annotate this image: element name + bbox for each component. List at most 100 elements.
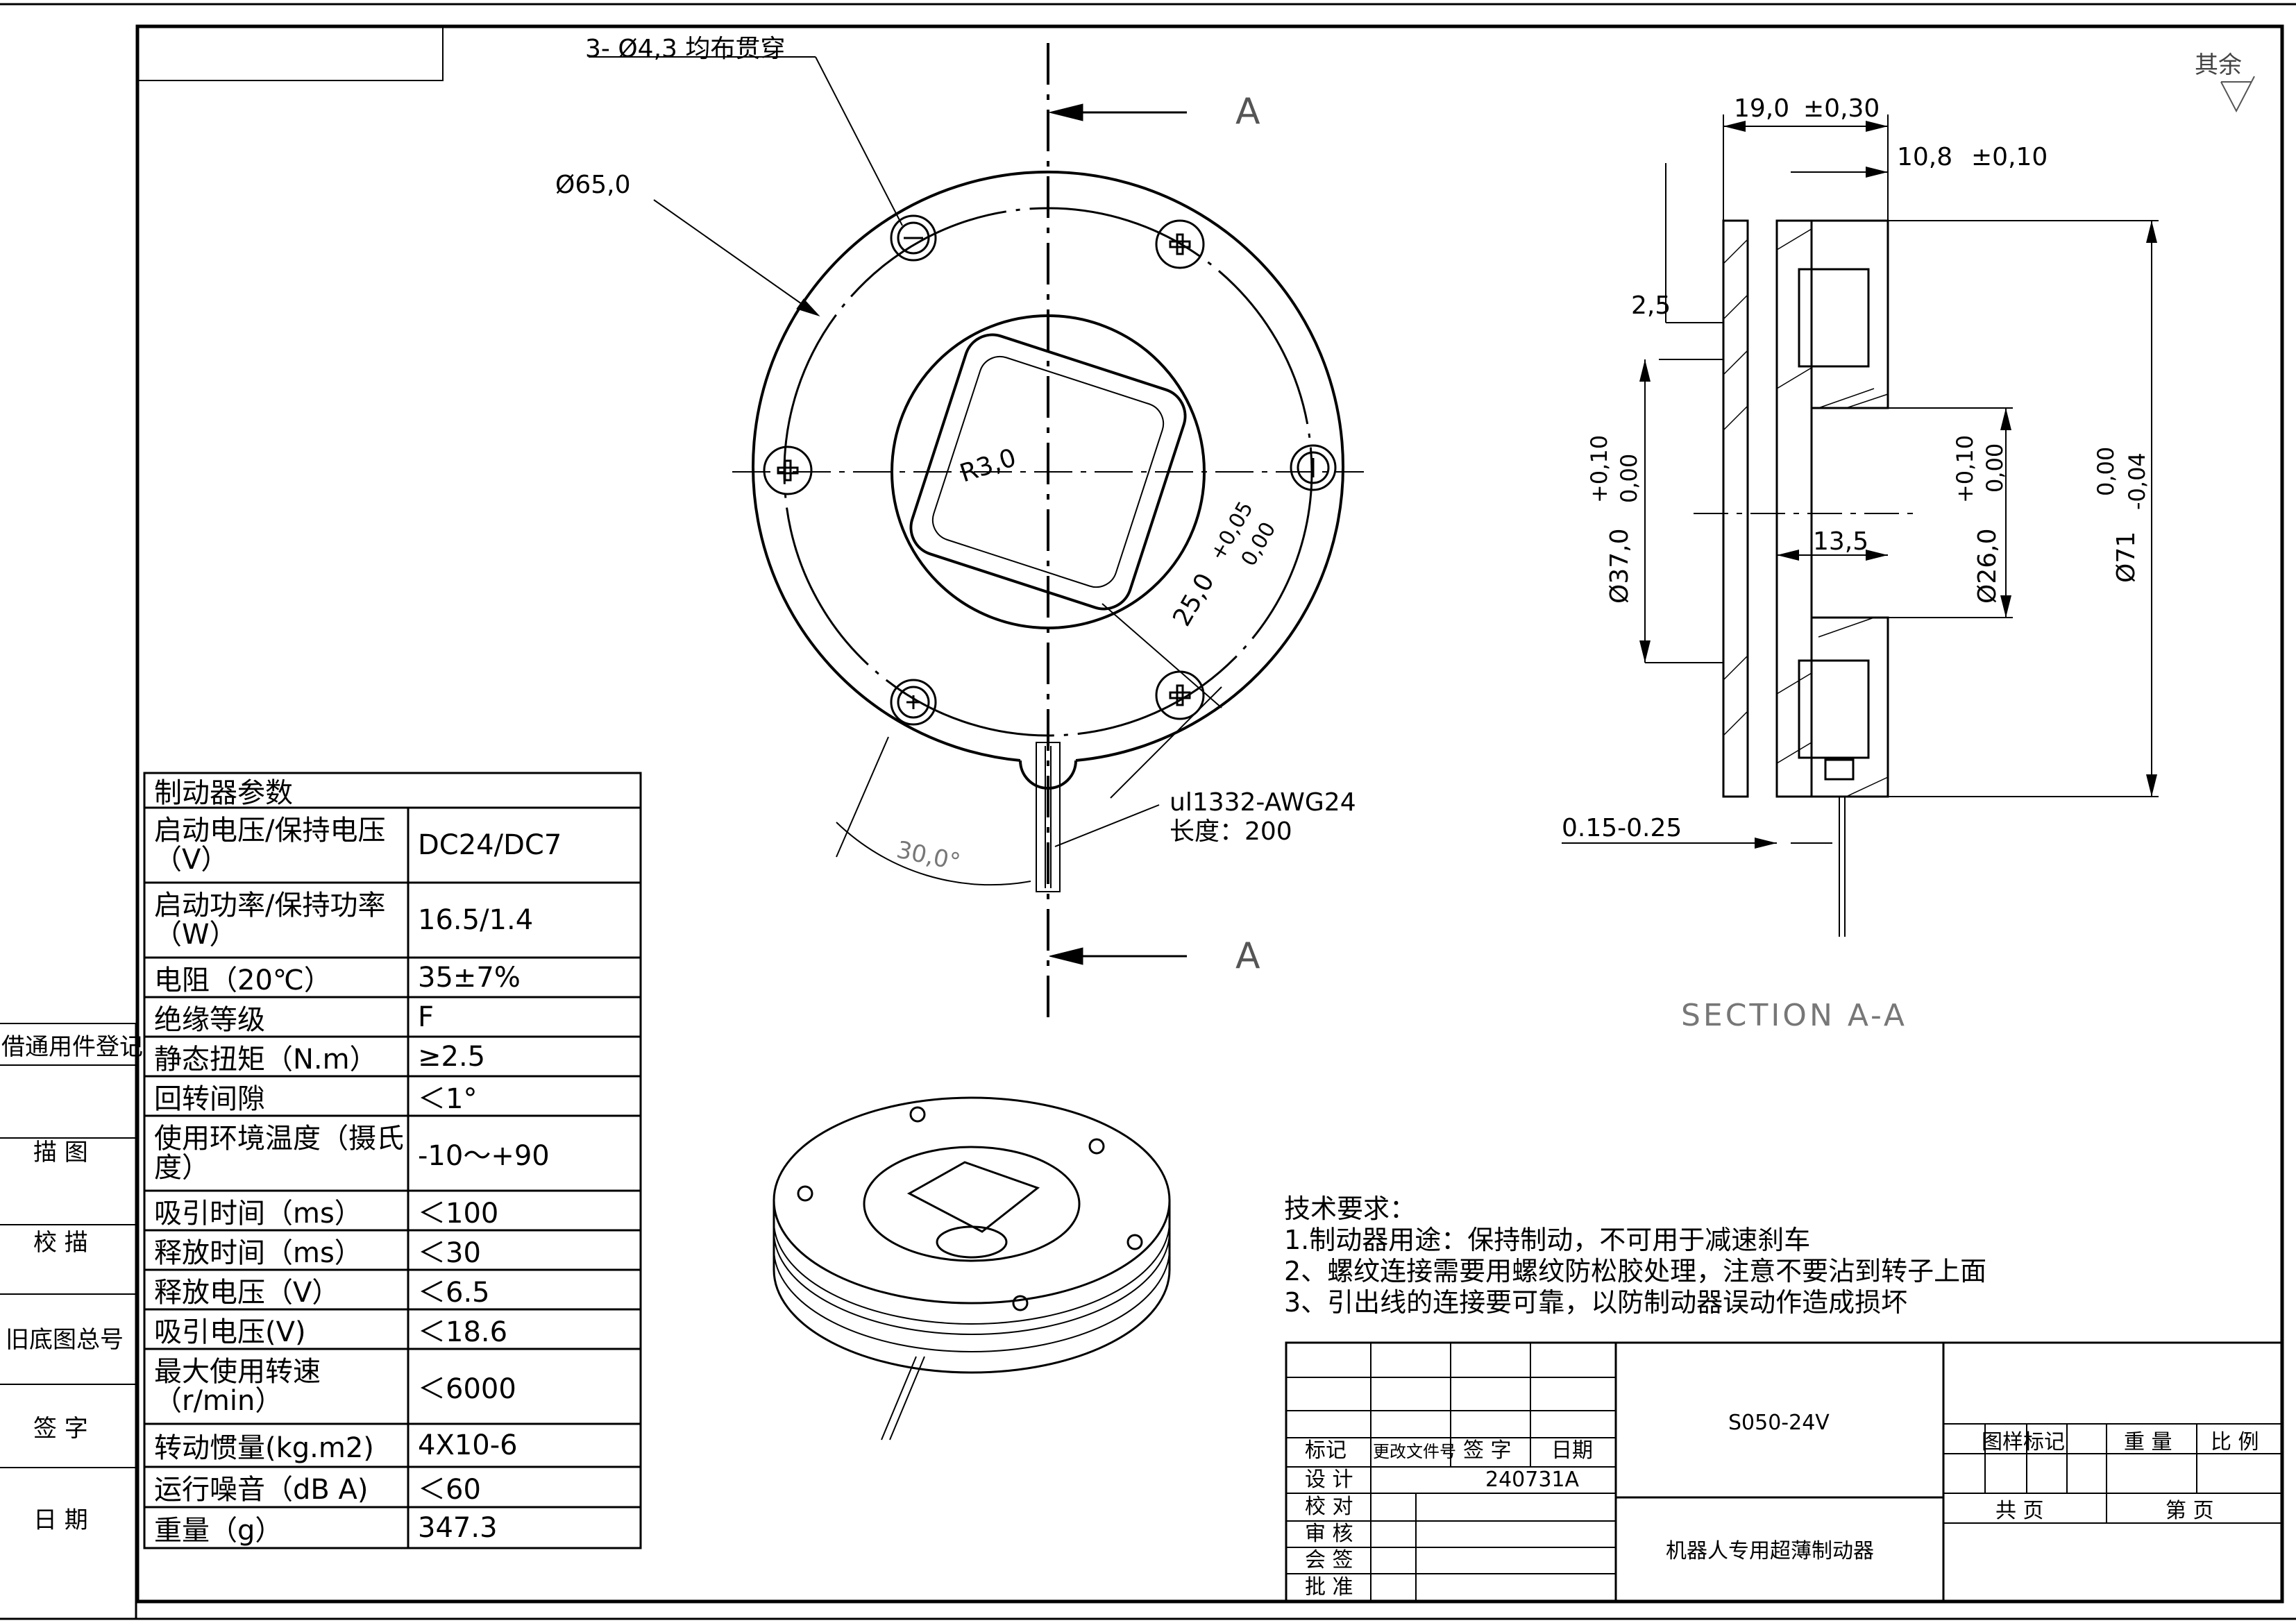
tb-total-pages: 共 页 [1995,1499,2044,1523]
outer-tol-lower: -0,04 [2124,452,2150,510]
inner-diameter-tol-upper: +0,10 [1586,435,1612,503]
bore-tol-lower: 0,00 [1982,443,2008,493]
radius-dim: R3,0 [956,443,1020,488]
margin-label-trace: 描 图 [33,1139,88,1166]
tech-title: 技术要求： [1284,1193,1416,1224]
inner-diameter-tol-lower: 0,00 [1616,454,1642,503]
param-label: 释放时间（ms） [154,1237,362,1269]
tb-sample-mark: 图样标记 [1982,1430,2065,1454]
param-value: ＜30 [418,1237,481,1269]
param-value: 35±7% [418,961,521,994]
tech-item-1: 1.制动器用途：保持制动，不可用于减速刹车 [1284,1225,1810,1255]
outer-diameter-section-dim: Ø71 [2112,532,2141,583]
param-value: ＜1° [418,1082,478,1115]
section-mark-bottom: A [1235,935,1260,977]
section-title: SECTION A-A [1681,998,1907,1033]
angle-dim: 30,0° [894,836,963,876]
param-label: 释放电压（V） [154,1276,340,1309]
square-size-dim: 25,0 [1167,569,1220,631]
tb-name: 机器人专用超薄制动器 [1666,1539,1874,1563]
param-value: F [418,1001,434,1033]
thickness-dim: 19,0 [1734,94,1789,123]
tb-hdr-date: 日期 [1551,1438,1593,1463]
margin-label-old-number: 旧底图总号 [6,1326,124,1354]
param-table-header: 制动器参数 [154,777,293,808]
param-value: 4X10-6 [418,1429,518,1461]
param-value: ＜100 [418,1197,499,1230]
param-value: DC24/DC7 [418,829,562,861]
margin-label-check: 校 描 [33,1229,88,1257]
front-view-dimensions: 3- Ø4,3 均布贯穿 Ø65,0 R3,0 25,0 +0,05 0,00 … [555,35,1356,977]
outer-rim [752,170,1344,762]
param-label: 启动功率/保持功率（W） [154,890,386,951]
tb-model: S050-24V [1728,1411,1830,1435]
tb-hdr-sign: 签 字 [1463,1438,1512,1463]
param-label: 回转间隙 [154,1082,265,1115]
tb-weight: 重 量 [2124,1430,2172,1454]
tb-hdr-doc: 更改文件号 [1373,1442,1456,1461]
tech-item-2: 2、螺纹连接需要用螺纹防松胶处理，注意不要沾到转子上面 [1284,1256,1986,1286]
corner-mark-text: 其余 [2195,51,2242,79]
title-block-grid [1285,1341,2284,1603]
section-view [1562,114,2159,937]
tb-countersign: 会 签 [1305,1548,1353,1572]
param-label: 绝缘等级 [154,1003,265,1036]
param-value: ＜60 [418,1474,481,1506]
outer-tol-upper: 0,00 [2093,447,2119,496]
lead-wire-label: ul1332-AWG24 [1170,788,1356,817]
param-label: 转动惯量(kg.m2) [154,1432,374,1464]
tb-date-value: 240731A [1485,1468,1580,1492]
param-value: ＜18.6 [418,1316,508,1348]
tech-item-3: 3、引出线的连接要可靠，以防制动器误动作造成损坏 [1284,1287,1907,1318]
param-label: 重量（g） [154,1514,283,1547]
left-margin-labels: 借通用件登记 描 图 校 描 旧底图总号 签 字 日 期 [1,1033,143,1534]
param-value: 347.3 [418,1511,498,1544]
inner-bore [890,314,1206,629]
param-label: 启动电压/保持电压（V） [154,815,386,876]
tb-design: 设 计 [1305,1468,1353,1492]
section-mark-top: A [1235,91,1260,133]
param-value: 16.5/1.4 [418,904,534,936]
air-gap-dim: 0.15-0.25 [1562,814,1682,842]
param-label: 吸引电压(V) [154,1316,306,1348]
margin-label-sign: 签 字 [33,1415,88,1443]
tb-page-no: 第 页 [2166,1499,2214,1523]
front-view [589,43,1364,1027]
bore-diameter-dim: Ø26,0 [1973,529,2002,604]
inner-diameter-dim: Ø37,0 [1605,529,1634,604]
tb-hdr-mark: 标记 [1305,1438,1347,1463]
tb-scale: 比 例 [2211,1430,2259,1454]
rotor-tol: ±0,10 [1971,143,2048,171]
section-view-dimensions: 19,0 ±0,30 10,8 ±0,10 2,5 Ø37,0 +0,10 0,… [1562,94,2150,1033]
bore-tol-upper: +0,10 [1952,435,1978,503]
tb-approve: 批 准 [1305,1575,1353,1599]
param-label: 最大使用转速（r/min） [154,1356,321,1417]
bore-depth-dim: 13,5 [1813,527,1868,556]
sheet-border [0,3,2296,1620]
rotor-thickness-dim: 10,8 [1897,143,1952,171]
hole-note: 3- Ø4,3 均布贯穿 [585,35,785,63]
param-table-grid [143,772,642,1549]
tb-review: 审 核 [1305,1522,1353,1546]
outer-diameter-dim: Ø65,0 [555,171,631,199]
param-label: 运行噪音（dB A) [154,1474,369,1506]
param-value: ≥2.5 [418,1040,486,1073]
isometric-view [773,1096,1171,1441]
param-value: ＜6000 [418,1373,516,1405]
param-label: 使用环境温度（摄氏度） [154,1123,404,1184]
param-label: 电阻（20℃） [154,964,332,996]
lead-length-label: 长度：200 [1170,817,1292,846]
param-value: -10～+90 [418,1140,550,1172]
param-label: 静态扭矩（N.m） [154,1043,378,1076]
surface-finish-mark: 其余 [2195,51,2255,113]
title-block-text: 标记 更改文件号 签 字 日期 设 计 240731A 校 对 审 核 会 签 … [1305,1411,2259,1599]
tech-requirements: 技术要求： 1.制动器用途：保持制动，不可用于减速刹车 2、螺纹连接需要用螺纹防… [1284,1193,1986,1318]
param-value: ＜6.5 [418,1276,490,1309]
square-hub [909,333,1187,611]
tb-check: 校 对 [1305,1495,1353,1519]
thickness-tol: ±0,30 [1803,94,1880,123]
gap-dim: 2,5 [1631,291,1671,320]
margin-label-date: 日 期 [33,1506,88,1534]
margin-label-register: 借通用件登记 [1,1033,143,1061]
